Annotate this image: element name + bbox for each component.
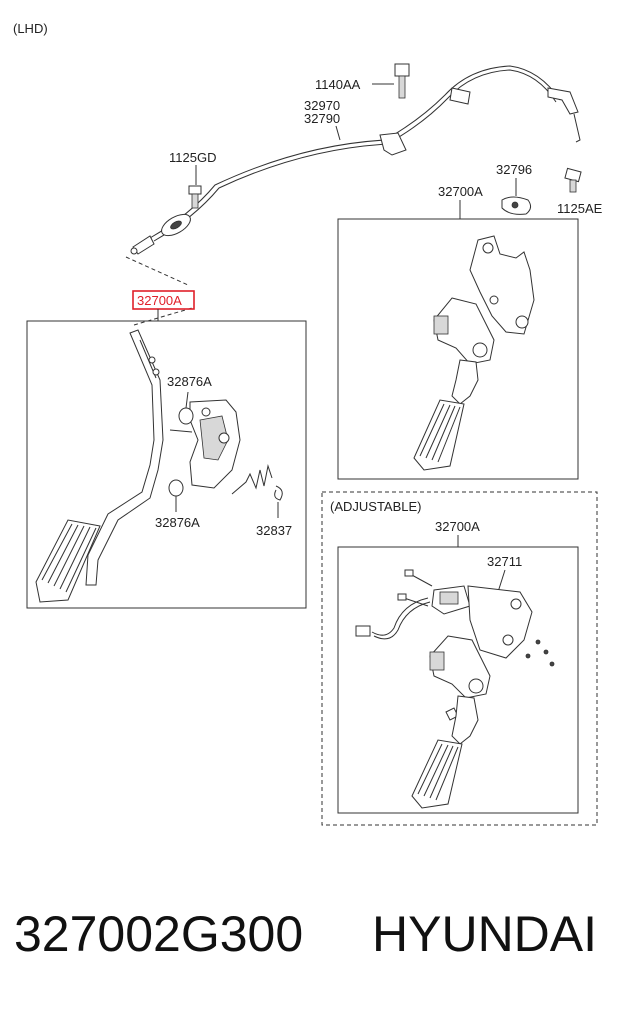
callout-32711: 32711 — [487, 554, 522, 569]
accelerator-cable — [130, 65, 581, 255]
callout-1125ae: 1125AE — [557, 201, 603, 216]
callout-1140aa: 1140AA — [315, 77, 361, 92]
pedal-assembly-standard — [413, 235, 535, 471]
callout-1125gd: 1125GD — [169, 150, 216, 165]
callout-32876a-bottom: 32876A — [155, 515, 200, 530]
bolt-1125gd — [188, 185, 202, 209]
pedal-bracket — [169, 399, 241, 489]
highlight-frame — [132, 290, 195, 310]
callout-32837: 32837 — [256, 523, 292, 538]
callout-32700a-highlight: 32700A — [137, 293, 182, 308]
lhd-label: (LHD) — [13, 21, 48, 36]
callout-32970: 32970 — [304, 98, 340, 113]
pedal-assembly-adjustable — [355, 569, 555, 809]
bolt-1125ae — [564, 167, 582, 193]
return-spring — [231, 464, 273, 495]
pedal-assembly-box — [337, 218, 579, 480]
bushing-bottom — [168, 479, 184, 497]
pedal-assembly-adjustable-box — [337, 546, 579, 814]
bolt-1140aa — [394, 63, 410, 99]
bushing-top — [178, 407, 194, 425]
gasket-32796 — [501, 196, 532, 215]
callout-32876a-top: 32876A — [167, 374, 212, 389]
parts-diagram: (LHD) 1140AA 32970 32790 1125GD — [13, 21, 603, 826]
callout-32790: 32790 — [304, 111, 340, 126]
brand-name: HYUNDAI — [372, 906, 598, 962]
callout-32700a-right: 32700A — [438, 184, 483, 199]
pedal-exploded-box — [26, 320, 307, 609]
callout-32796: 32796 — [496, 162, 532, 177]
pedal-arm-exploded — [35, 329, 164, 603]
adjustable-dashed-frame — [321, 491, 598, 826]
callout-32700a-adjustable: 32700A — [435, 519, 480, 534]
caption-bar: 327002G300 HYUNDAI — [0, 895, 625, 985]
part-number: 327002G300 — [14, 906, 304, 962]
adjustable-label: (ADJUSTABLE) — [330, 499, 422, 514]
